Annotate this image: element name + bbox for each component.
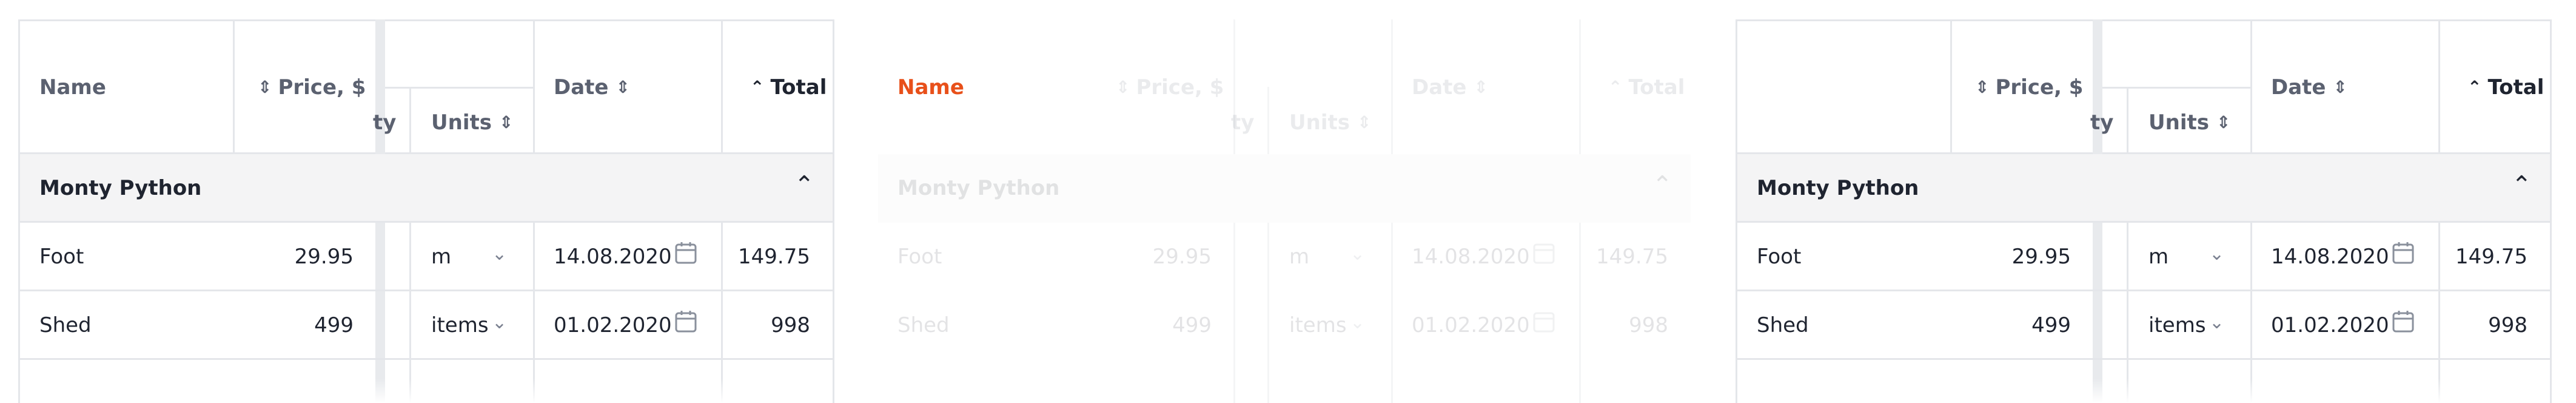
cell-units[interactable]: items xyxy=(431,313,489,337)
cell-price[interactable]: 499 xyxy=(1172,313,1212,337)
sort-updown-icon: ⇕ xyxy=(2333,77,2347,97)
cell-price[interactable]: 29.95 xyxy=(2011,245,2071,269)
cell-name: Shed xyxy=(897,313,950,337)
group-row[interactable]: Monty Python ⌃ xyxy=(20,154,833,223)
table-header xyxy=(20,19,833,154)
table-row: Foot 29.95 m ⌄ 14.08.2020 149.75 xyxy=(878,223,1691,291)
sort-ascending-icon: ⌃ xyxy=(750,77,765,97)
column-header-total[interactable]: ⌃ Total xyxy=(1608,75,1685,100)
calendar-icon[interactable] xyxy=(2392,310,2414,333)
table-header xyxy=(878,19,1691,154)
cell-total: 998 xyxy=(771,313,810,337)
column-header-name[interactable]: Name xyxy=(39,75,106,100)
column-header-qty-clipped: ty xyxy=(1231,110,1255,135)
bottom-fade xyxy=(20,379,833,403)
cell-price[interactable]: 499 xyxy=(2031,313,2071,337)
cell-date[interactable]: 01.02.2020 xyxy=(1412,313,1530,337)
bottom-fade xyxy=(1737,379,2550,403)
cell-units[interactable]: items xyxy=(1289,313,1347,337)
group-label: Monty Python xyxy=(39,176,202,200)
chevron-up-icon[interactable]: ⌃ xyxy=(1652,171,1672,199)
cell-price[interactable]: 29.95 xyxy=(1152,245,1212,269)
sort-updown-icon: ⇕ xyxy=(498,112,514,132)
group-label: Monty Python xyxy=(1757,176,1919,200)
cell-units[interactable]: m xyxy=(2148,245,2169,269)
column-header-total[interactable]: ⌃ Total xyxy=(750,75,827,100)
cell-units[interactable]: m xyxy=(431,245,452,269)
cell-units[interactable]: m xyxy=(1289,245,1310,269)
cell-name: Foot xyxy=(897,245,942,269)
calendar-icon[interactable] xyxy=(1533,310,1555,333)
group-row[interactable]: Monty Python ⌃ xyxy=(878,154,1691,223)
chevron-up-icon[interactable]: ⌃ xyxy=(794,171,814,199)
sort-updown-icon: ⇕ xyxy=(1357,112,1372,132)
group-label: Monty Python xyxy=(897,176,1060,200)
chevron-up-icon[interactable]: ⌃ xyxy=(2511,171,2532,199)
chevron-down-icon[interactable]: ⌄ xyxy=(2209,243,2225,265)
chevron-down-icon[interactable]: ⌄ xyxy=(492,312,508,333)
cell-name: Shed xyxy=(39,313,92,337)
cell-date[interactable]: 01.02.2020 xyxy=(554,313,672,337)
column-header-name-highlighted[interactable]: Name xyxy=(897,75,964,100)
calendar-icon[interactable] xyxy=(675,310,697,333)
cell-total: 998 xyxy=(2488,313,2527,337)
column-header-date[interactable]: Date ⇕ xyxy=(554,75,630,100)
column-header-date[interactable]: Date ⇕ xyxy=(2271,75,2347,100)
cell-date[interactable]: 01.02.2020 xyxy=(2271,313,2389,337)
sort-updown-icon: ⇕ xyxy=(1116,77,1130,97)
table-row: Shed 499 items ⌄ 01.02.2020 998 xyxy=(1737,291,2550,360)
sort-ascending-icon: ⌃ xyxy=(2467,77,2482,97)
column-header-total[interactable]: ⌃ Total xyxy=(2467,75,2544,100)
column-header-qty-clipped: ty xyxy=(373,110,397,135)
sort-updown-icon: ⇕ xyxy=(615,77,630,97)
table-row: Foot 29.95 m ⌄ 14.08.2020 149.75 xyxy=(1737,223,2550,291)
cell-date[interactable]: 14.08.2020 xyxy=(2271,245,2389,269)
cell-name: Foot xyxy=(1757,245,1802,269)
cell-name: Shed xyxy=(1757,313,1809,337)
column-header-qty-clipped: ty xyxy=(2090,110,2114,135)
group-row[interactable]: Monty Python ⌃ xyxy=(1737,154,2550,223)
cell-units[interactable]: items xyxy=(2148,313,2206,337)
sort-updown-icon: ⇕ xyxy=(1474,77,1488,97)
sort-updown-icon: ⇕ xyxy=(1975,77,1990,97)
sort-updown-icon: ⇕ xyxy=(2216,112,2231,132)
table-row: Shed 499 items ⌄ 01.02.2020 998 xyxy=(878,291,1691,360)
cell-price[interactable]: 29.95 xyxy=(294,245,354,269)
table-header xyxy=(1737,19,2550,154)
column-header-price[interactable]: ⇕ Price, $ xyxy=(1975,75,2084,100)
column-header-date[interactable]: Date ⇕ xyxy=(1412,75,1488,100)
table-panel-2: Name ⇕ Price, $ ty Units ⇕ Date ⇕ ⌃ Tota… xyxy=(876,19,1692,403)
cell-price[interactable]: 499 xyxy=(314,313,354,337)
cell-name: Foot xyxy=(39,245,84,269)
column-header-units[interactable]: Units ⇕ xyxy=(431,110,514,135)
cell-date[interactable]: 14.08.2020 xyxy=(554,245,672,269)
calendar-icon[interactable] xyxy=(1533,241,1555,264)
sort-updown-icon: ⇕ xyxy=(258,77,272,97)
cell-total: 149.75 xyxy=(738,245,810,269)
chevron-down-icon[interactable]: ⌄ xyxy=(1350,312,1366,333)
column-header-price[interactable]: ⇕ Price, $ xyxy=(1116,75,1224,100)
table-row: Shed 499 items ⌄ 01.02.2020 998 xyxy=(20,291,833,360)
table-panel-1: Name ⇕ Price, $ ty Units ⇕ Date ⇕ ⌃ Tota… xyxy=(18,19,834,403)
cell-total: 998 xyxy=(1629,313,1668,337)
column-header-price[interactable]: ⇕ Price, $ xyxy=(258,75,366,100)
calendar-icon[interactable] xyxy=(2392,241,2414,264)
table-row: Foot 29.95 m ⌄ 14.08.2020 149.75 xyxy=(20,223,833,291)
column-header-units[interactable]: Units ⇕ xyxy=(2148,110,2231,135)
cell-date[interactable]: 14.08.2020 xyxy=(1412,245,1530,269)
table-panel-3: ⇕ Price, $ ty Units ⇕ Date ⇕ ⌃ Total Mon… xyxy=(1736,19,2552,403)
cell-total: 149.75 xyxy=(2455,245,2527,269)
chevron-down-icon[interactable]: ⌄ xyxy=(492,243,508,265)
column-header-units[interactable]: Units ⇕ xyxy=(1289,110,1372,135)
chevron-down-icon[interactable]: ⌄ xyxy=(2209,312,2225,333)
sort-ascending-icon: ⌃ xyxy=(1608,77,1623,97)
calendar-icon[interactable] xyxy=(675,241,697,264)
cell-total: 149.75 xyxy=(1596,245,1668,269)
chevron-down-icon[interactable]: ⌄ xyxy=(1350,243,1366,265)
